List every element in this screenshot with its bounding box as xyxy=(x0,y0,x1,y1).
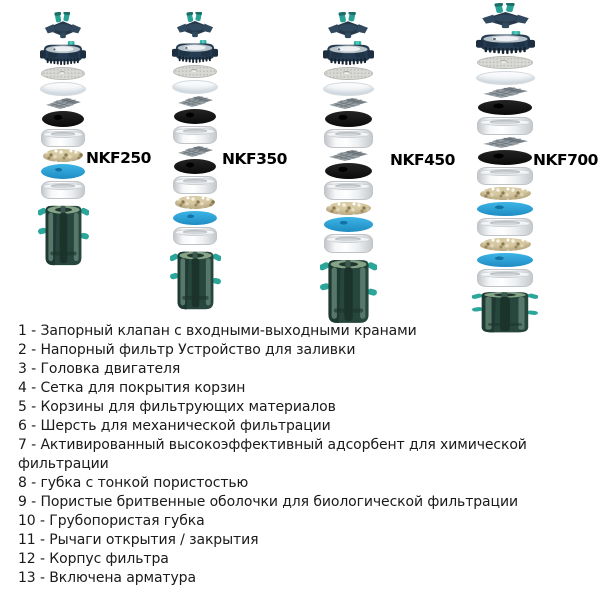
parts-list-item: 13 - Включена арматура xyxy=(18,570,196,586)
motor-head-part xyxy=(475,31,535,54)
white-pad-part xyxy=(322,82,374,96)
mesh-disc-part xyxy=(323,67,373,80)
canister-body-part xyxy=(37,201,89,269)
valve-part xyxy=(176,12,214,38)
ceramic-rings-part xyxy=(479,238,531,251)
ceramic-rings-part xyxy=(43,149,83,162)
basket-part xyxy=(323,129,373,148)
filter-nkf350-exploded-view xyxy=(125,12,265,313)
ceramic-rings-part xyxy=(479,187,531,200)
parts-list-item: 2 - Напорный фильтр Устройство для залив… xyxy=(18,342,356,358)
black-sponge-part xyxy=(478,100,532,115)
blue-sponge-part xyxy=(41,164,85,179)
blue-sponge-part xyxy=(477,253,533,267)
valve-part xyxy=(481,3,530,29)
filter-nkf700-exploded-view xyxy=(435,3,575,335)
blue-sponge-part xyxy=(323,217,373,232)
parts-list-item: 9 - Пористые бритвенные оболочки для био… xyxy=(18,494,518,510)
ceramic-rings-part xyxy=(325,202,371,215)
basket-part xyxy=(477,117,533,135)
mesh-disc-part xyxy=(477,56,533,69)
white-pad-part xyxy=(172,80,218,94)
grid-plate-part xyxy=(177,96,213,107)
basket-part xyxy=(173,176,217,194)
model-label: NKF350 xyxy=(222,150,287,168)
basket-part xyxy=(173,227,217,245)
model-label: NKF450 xyxy=(390,151,455,169)
grid-plate-part xyxy=(328,98,368,109)
black-sponge-part xyxy=(174,109,216,124)
black-sponge-part xyxy=(324,163,372,179)
valve-part xyxy=(44,12,82,39)
grid-plate-part xyxy=(45,98,81,109)
white-pad-part xyxy=(475,71,535,85)
basket-part xyxy=(477,218,533,236)
white-pad-part xyxy=(40,82,86,96)
parts-list-item: 12 - Корпус фильтра xyxy=(18,551,169,567)
parts-list-item: 11 - Рычаги открытия / закрытия xyxy=(18,532,259,548)
parts-list-item: 5 - Корзины для фильтрующих материалов xyxy=(18,399,336,415)
basket-part xyxy=(477,269,533,287)
motor-head-part xyxy=(172,40,218,63)
canister-body-part xyxy=(169,247,221,313)
basket-part xyxy=(323,234,373,253)
parts-list-item: 8 - губка с тонкой пористостью xyxy=(18,475,249,491)
mesh-disc-part xyxy=(41,67,85,80)
basket-part xyxy=(173,126,217,144)
valve-part xyxy=(327,12,369,39)
black-sponge-part xyxy=(478,150,532,165)
ceramic-rings-part xyxy=(175,196,215,209)
basket-part xyxy=(477,167,533,185)
mesh-disc-part xyxy=(173,65,217,78)
grid-plate-part xyxy=(328,150,368,161)
parts-list-item: 10 - Грубопористая губка xyxy=(18,513,205,529)
filter-nkf450-exploded-view xyxy=(278,12,418,327)
parts-list-item: 4 - Сетка для покрытия корзин xyxy=(18,380,246,396)
parts-list-item: 6 - Шерсть для механической фильтрации xyxy=(18,418,331,434)
canister-body-part xyxy=(319,255,377,327)
model-label: NKF250 xyxy=(86,149,151,167)
basket-part xyxy=(323,181,373,200)
parts-list: 1 - Запорный клапан с входными-выходными… xyxy=(18,322,593,588)
model-label: NKF700 xyxy=(533,151,598,169)
motor-head-part xyxy=(40,41,86,65)
motor-head-part xyxy=(322,41,374,65)
black-sponge-part xyxy=(174,159,216,174)
parts-list-item: 1 - Запорный клапан с входными-выходными… xyxy=(18,323,417,339)
grid-plate-part xyxy=(177,146,213,157)
black-sponge-part xyxy=(324,111,372,127)
basket-part xyxy=(41,181,85,199)
filter-nkf250-exploded-view xyxy=(0,12,133,269)
parts-list-item: 7 - Активированный высокоэффективный адс… xyxy=(18,437,527,472)
canister-body-part xyxy=(472,289,538,335)
grid-plate-part xyxy=(482,87,528,98)
black-sponge-part xyxy=(42,111,84,127)
grid-plate-part xyxy=(482,137,528,148)
blue-sponge-part xyxy=(477,202,533,216)
blue-sponge-part xyxy=(173,211,217,225)
parts-list-item: 3 - Головка двигателя xyxy=(18,361,181,377)
basket-part xyxy=(41,129,85,147)
